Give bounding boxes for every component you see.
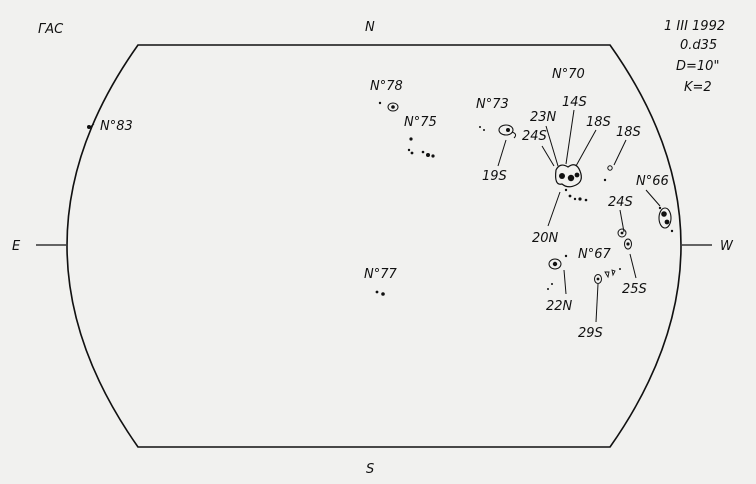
region-70-label: N°70 (552, 67, 585, 82)
leader-lines (89, 109, 661, 323)
sunspot-group-70 (555, 164, 613, 202)
date-label: 1 III 1992 (664, 19, 725, 34)
region-73-label: N°73 (476, 97, 509, 112)
lat-24s-b-label: 24S (608, 195, 633, 210)
region-66-label: N°66 (636, 174, 669, 189)
time-label: 0.d35 (680, 38, 717, 53)
region-77-label: N°77 (364, 267, 397, 282)
diameter-label: D=10" (676, 59, 719, 74)
sunspot-group-75 (407, 137, 435, 158)
lat-23n-label: 23N (530, 110, 557, 125)
region-78-label: N°78 (370, 79, 403, 94)
lat-20n-label: 20N (532, 231, 559, 246)
east-label: E (12, 239, 21, 254)
sunspot-group-78 (378, 101, 399, 112)
lat-24s-a-label: 24S (522, 129, 547, 144)
sunspot-group-67 (547, 228, 632, 290)
lat-19s-label: 19S (482, 169, 507, 184)
north-label: N (365, 20, 375, 35)
sunspot-group-77 (375, 290, 385, 296)
south-label: S (366, 462, 374, 477)
lat-22n-label: 22N (546, 299, 573, 314)
sunspot-group-66 (658, 206, 674, 233)
lat-29s-label: 29S (578, 326, 603, 341)
sunspot-group-73 (479, 124, 517, 139)
k-label: K=2 (684, 80, 712, 95)
west-label: W (720, 239, 734, 254)
lat-25s-label: 25S (622, 282, 647, 297)
lat-18s-a-label: 18S (586, 115, 611, 130)
lat-14s-label: 14S (562, 95, 587, 110)
region-67-label: N°67 (578, 247, 611, 262)
region-75-label: N°75 (404, 115, 437, 130)
lat-18s-b-label: 18S (616, 125, 641, 140)
sunspot-group-83 (87, 125, 91, 129)
observatory-label: ГАС (38, 22, 64, 37)
disk-outline (66, 44, 682, 448)
region-83-label: N°83 (100, 119, 133, 134)
